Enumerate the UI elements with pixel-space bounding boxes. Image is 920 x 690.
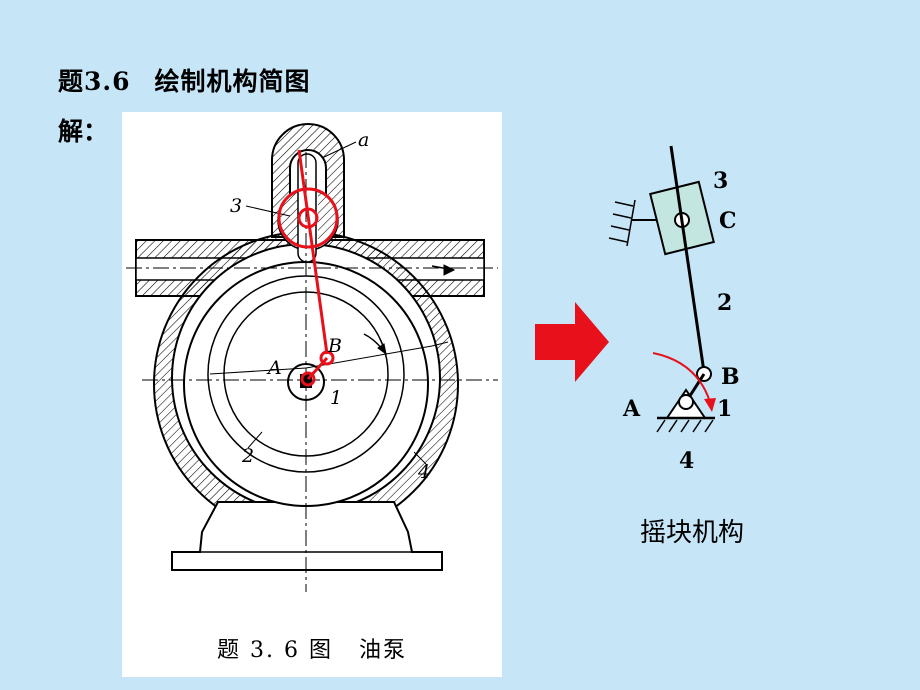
schematic-labels: 3 C 2 B A 1 4 — [622, 168, 740, 474]
label-A: A — [622, 396, 641, 422]
label-4: 4 — [417, 461, 430, 483]
caption-number: 题 3. 6 图 — [217, 638, 333, 663]
label-B: B — [327, 335, 342, 357]
label-3: 3 — [230, 195, 242, 217]
link-2 — [669, 145, 706, 373]
label-1: 1 — [717, 396, 732, 422]
label-1: 1 — [330, 387, 342, 409]
label-A: A — [266, 357, 282, 379]
oil-pump-figure: a 3 B A 1 2 4 题 3. 6 图油泵 — [122, 112, 502, 677]
label-2: 2 — [241, 445, 254, 467]
figure-caption: 题 3. 6 图油泵 — [122, 632, 502, 664]
label-4: 4 — [679, 448, 694, 474]
figure-labels: a 3 B A 1 2 4 — [230, 129, 430, 483]
solution-label: 解： — [58, 117, 109, 146]
right-arrow-icon — [535, 302, 609, 382]
slide-title: 题3.6 绘制机构简图 — [58, 62, 311, 98]
label-3: 3 — [713, 168, 728, 194]
mechanism-schematic: 3 C 2 B A 1 4 — [608, 145, 740, 474]
mechanism-name: 摇块机构 — [640, 518, 745, 548]
problem-number: 题3.6 — [58, 67, 131, 96]
label-2: 2 — [717, 290, 732, 316]
slider-ground-hatch — [608, 199, 636, 247]
label-C: C — [719, 208, 737, 234]
red-overlay — [277, 149, 339, 387]
problem-text: 绘制机构简图 — [154, 67, 311, 96]
label-B: B — [721, 364, 740, 390]
joint-A — [678, 394, 694, 410]
rotation-arrow — [652, 352, 711, 403]
label-a: a — [358, 129, 369, 151]
caption-name: 油泵 — [358, 638, 407, 663]
ground-hatch — [656, 419, 714, 433]
